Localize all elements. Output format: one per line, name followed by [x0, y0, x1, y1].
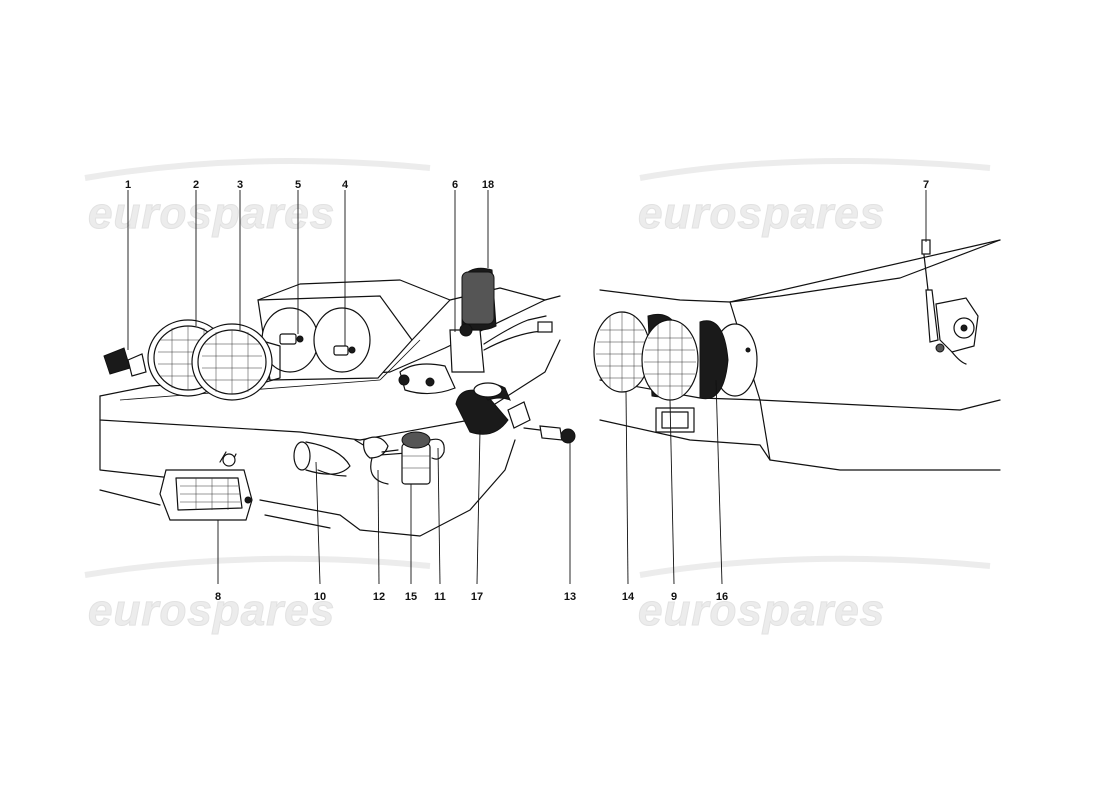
watermark-bottom-right: eurospares [638, 586, 885, 635]
motor-assembly [398, 267, 553, 395]
rubber-boot [455, 382, 531, 435]
tail-lamp-cluster [593, 311, 758, 401]
callout-15: 15 [405, 591, 417, 603]
callout-1: 1 [125, 179, 131, 191]
callout-17: 17 [471, 591, 483, 603]
fog-lamp [159, 451, 253, 521]
leader-lines [127, 190, 927, 585]
watermark-top-right: eurospares [638, 189, 885, 238]
callout-10: 10 [314, 591, 326, 603]
callout-4: 4 [342, 179, 349, 191]
callout-5: 5 [295, 179, 301, 191]
callout-18: 18 [482, 179, 494, 191]
horn-and-relay [293, 431, 445, 485]
callout-labels: 1 2 3 5 4 6 18 7 8 10 12 15 11 17 13 14 … [125, 179, 929, 603]
switch-plate [103, 347, 147, 377]
callout-11: 11 [434, 591, 446, 603]
callout-3: 3 [237, 179, 243, 191]
headlamp-bucket-panel [257, 279, 451, 381]
watermark-top-left: eurospares [88, 189, 335, 238]
antenna-assembly [921, 239, 979, 365]
watermark-layer: eurospares eurospares eurospares eurospa… [84, 157, 991, 636]
callout-12: 12 [373, 591, 385, 603]
watermark-bottom-left: eurospares [88, 586, 335, 635]
indicator-plug [523, 425, 576, 444]
callout-14: 14 [622, 591, 635, 603]
callout-16: 16 [716, 591, 728, 603]
callout-8: 8 [215, 591, 221, 603]
callout-7: 7 [923, 179, 929, 191]
callout-9: 9 [671, 591, 677, 603]
callout-2: 2 [193, 179, 199, 191]
callout-13: 13 [564, 591, 576, 603]
headlamp-pair [147, 319, 281, 401]
callout-6: 6 [452, 179, 458, 191]
